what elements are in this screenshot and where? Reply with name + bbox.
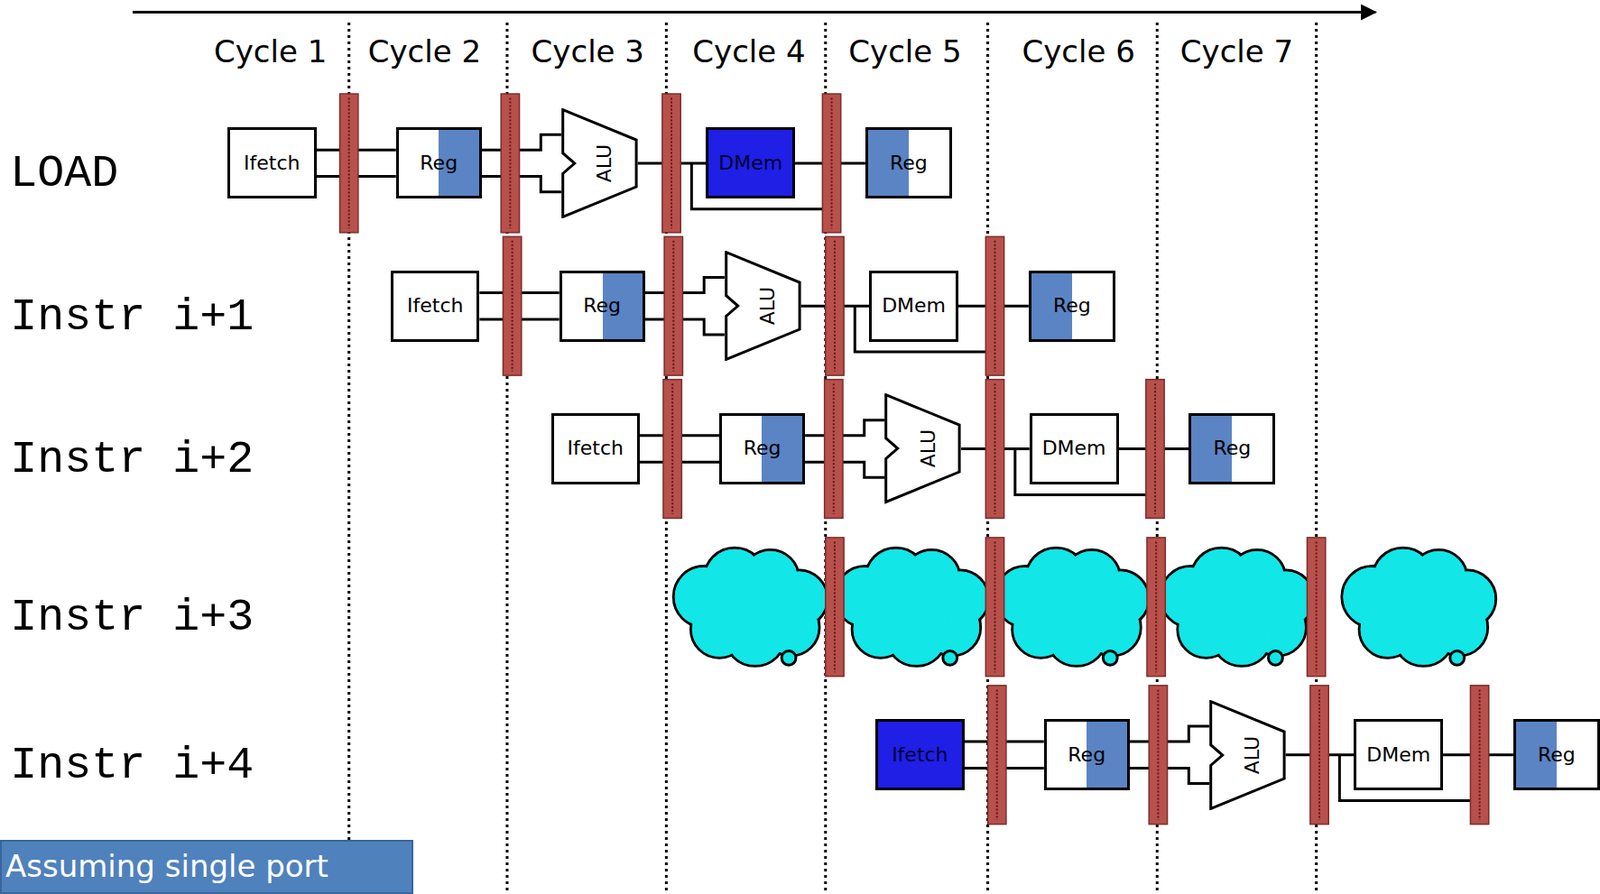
data-memory-box: DMem bbox=[1353, 719, 1443, 791]
stage-label: ALU bbox=[593, 144, 616, 183]
bubble-cloud bbox=[834, 547, 990, 666]
cycle-label: Cycle 1 bbox=[213, 33, 327, 70]
register-file-box: Reg bbox=[1188, 413, 1276, 485]
fetch-stage-box: Ifetch bbox=[551, 413, 640, 485]
pipeline-register bbox=[988, 685, 1007, 825]
pipeline-register bbox=[662, 93, 681, 233]
stage-label: Ifetch bbox=[891, 744, 948, 767]
stage-label: Ifetch bbox=[567, 437, 624, 460]
stage-label: ALU bbox=[757, 286, 779, 325]
stage-label: Ifetch bbox=[243, 152, 300, 175]
time-axis bbox=[132, 10, 1376, 14]
bubble-cloud bbox=[994, 547, 1149, 666]
instruction-label: Instr i+3 bbox=[9, 591, 254, 644]
pipeline-register bbox=[822, 93, 841, 233]
register-file-box: Reg bbox=[396, 127, 482, 199]
pipeline-register bbox=[1470, 685, 1489, 825]
instruction-label: Instr i+1 bbox=[9, 290, 254, 343]
data-memory-box: DMem bbox=[705, 127, 796, 199]
pipeline-wire bbox=[804, 420, 885, 478]
alu-unit: ALU bbox=[884, 393, 962, 504]
bubble-cloud bbox=[1160, 547, 1315, 666]
instruction-label: Instr i+4 bbox=[9, 739, 254, 792]
data-memory-box: DMem bbox=[869, 270, 959, 343]
cycle-label: Cycle 2 bbox=[368, 33, 481, 70]
register-file-box: Reg bbox=[1028, 270, 1116, 343]
pipeline-register bbox=[985, 537, 1004, 677]
pipeline-register bbox=[502, 236, 521, 376]
cycle-label: Cycle 6 bbox=[1022, 33, 1136, 70]
stage-label: ALU bbox=[1241, 736, 1264, 775]
pipeline-register bbox=[1146, 537, 1166, 677]
stage-label: DMem bbox=[1366, 744, 1431, 767]
cycle-label: Cycle 7 bbox=[1180, 33, 1294, 70]
stage-label: Reg bbox=[743, 437, 782, 460]
pipeline-wire bbox=[481, 134, 562, 192]
pipeline-register bbox=[824, 379, 843, 519]
register-file-box: Reg bbox=[1044, 719, 1130, 791]
pipeline-register bbox=[663, 379, 682, 519]
pipeline-register bbox=[985, 236, 1004, 376]
register-file-box: Reg bbox=[559, 270, 646, 343]
instruction-label: Instr i+2 bbox=[9, 433, 254, 485]
cycle-label: Cycle 4 bbox=[692, 33, 805, 70]
pipeline-register bbox=[825, 236, 844, 376]
alu-unit: ALU bbox=[724, 250, 802, 361]
pipeline-register bbox=[664, 236, 683, 376]
alu-unit: ALU bbox=[561, 108, 639, 219]
stage-label: DMem bbox=[718, 152, 783, 175]
note-box: Assuming single port bbox=[0, 840, 414, 894]
fetch-stage-box: Ifetch bbox=[390, 270, 480, 343]
fetch-stage-box: Ifetch bbox=[227, 127, 316, 199]
register-file-box: Reg bbox=[1513, 719, 1600, 791]
alu-unit: ALU bbox=[1209, 700, 1286, 811]
stage-label: Ifetch bbox=[406, 295, 463, 317]
cycle-label: Cycle 5 bbox=[848, 33, 962, 70]
stage-label: DMem bbox=[1042, 437, 1107, 460]
pipeline-register bbox=[1146, 379, 1165, 519]
pipeline-register bbox=[340, 93, 359, 233]
pipeline-wire bbox=[645, 277, 725, 334]
stage-label: Reg bbox=[1053, 295, 1092, 317]
data-memory-box: DMem bbox=[1029, 413, 1120, 485]
stage-label: Reg bbox=[1067, 744, 1106, 767]
fetch-stage-box: Ifetch bbox=[875, 719, 964, 791]
stage-label: Reg bbox=[1537, 744, 1576, 767]
pipeline-register bbox=[1310, 685, 1329, 825]
bubble-cloud bbox=[673, 547, 828, 666]
stage-label: DMem bbox=[881, 295, 946, 317]
stage-label: Reg bbox=[889, 152, 928, 175]
pipeline-register bbox=[825, 537, 844, 677]
pipeline-register bbox=[1306, 537, 1325, 677]
stage-label: ALU bbox=[917, 429, 940, 468]
cycle-label: Cycle 3 bbox=[531, 33, 645, 70]
register-file-box: Reg bbox=[865, 127, 953, 199]
register-file-box: Reg bbox=[719, 413, 805, 485]
instruction-label: LOAD bbox=[9, 147, 119, 200]
stage-label: Reg bbox=[1212, 437, 1251, 460]
pipeline-register bbox=[1148, 685, 1167, 825]
pipeline-register bbox=[985, 379, 1004, 519]
pipeline-register bbox=[500, 93, 519, 233]
bubble-cloud bbox=[1341, 547, 1497, 666]
stage-label: Reg bbox=[582, 295, 621, 317]
stage-label: Reg bbox=[419, 152, 458, 175]
pipeline-wire bbox=[1129, 726, 1210, 784]
note-text: Assuming single port bbox=[5, 850, 329, 884]
